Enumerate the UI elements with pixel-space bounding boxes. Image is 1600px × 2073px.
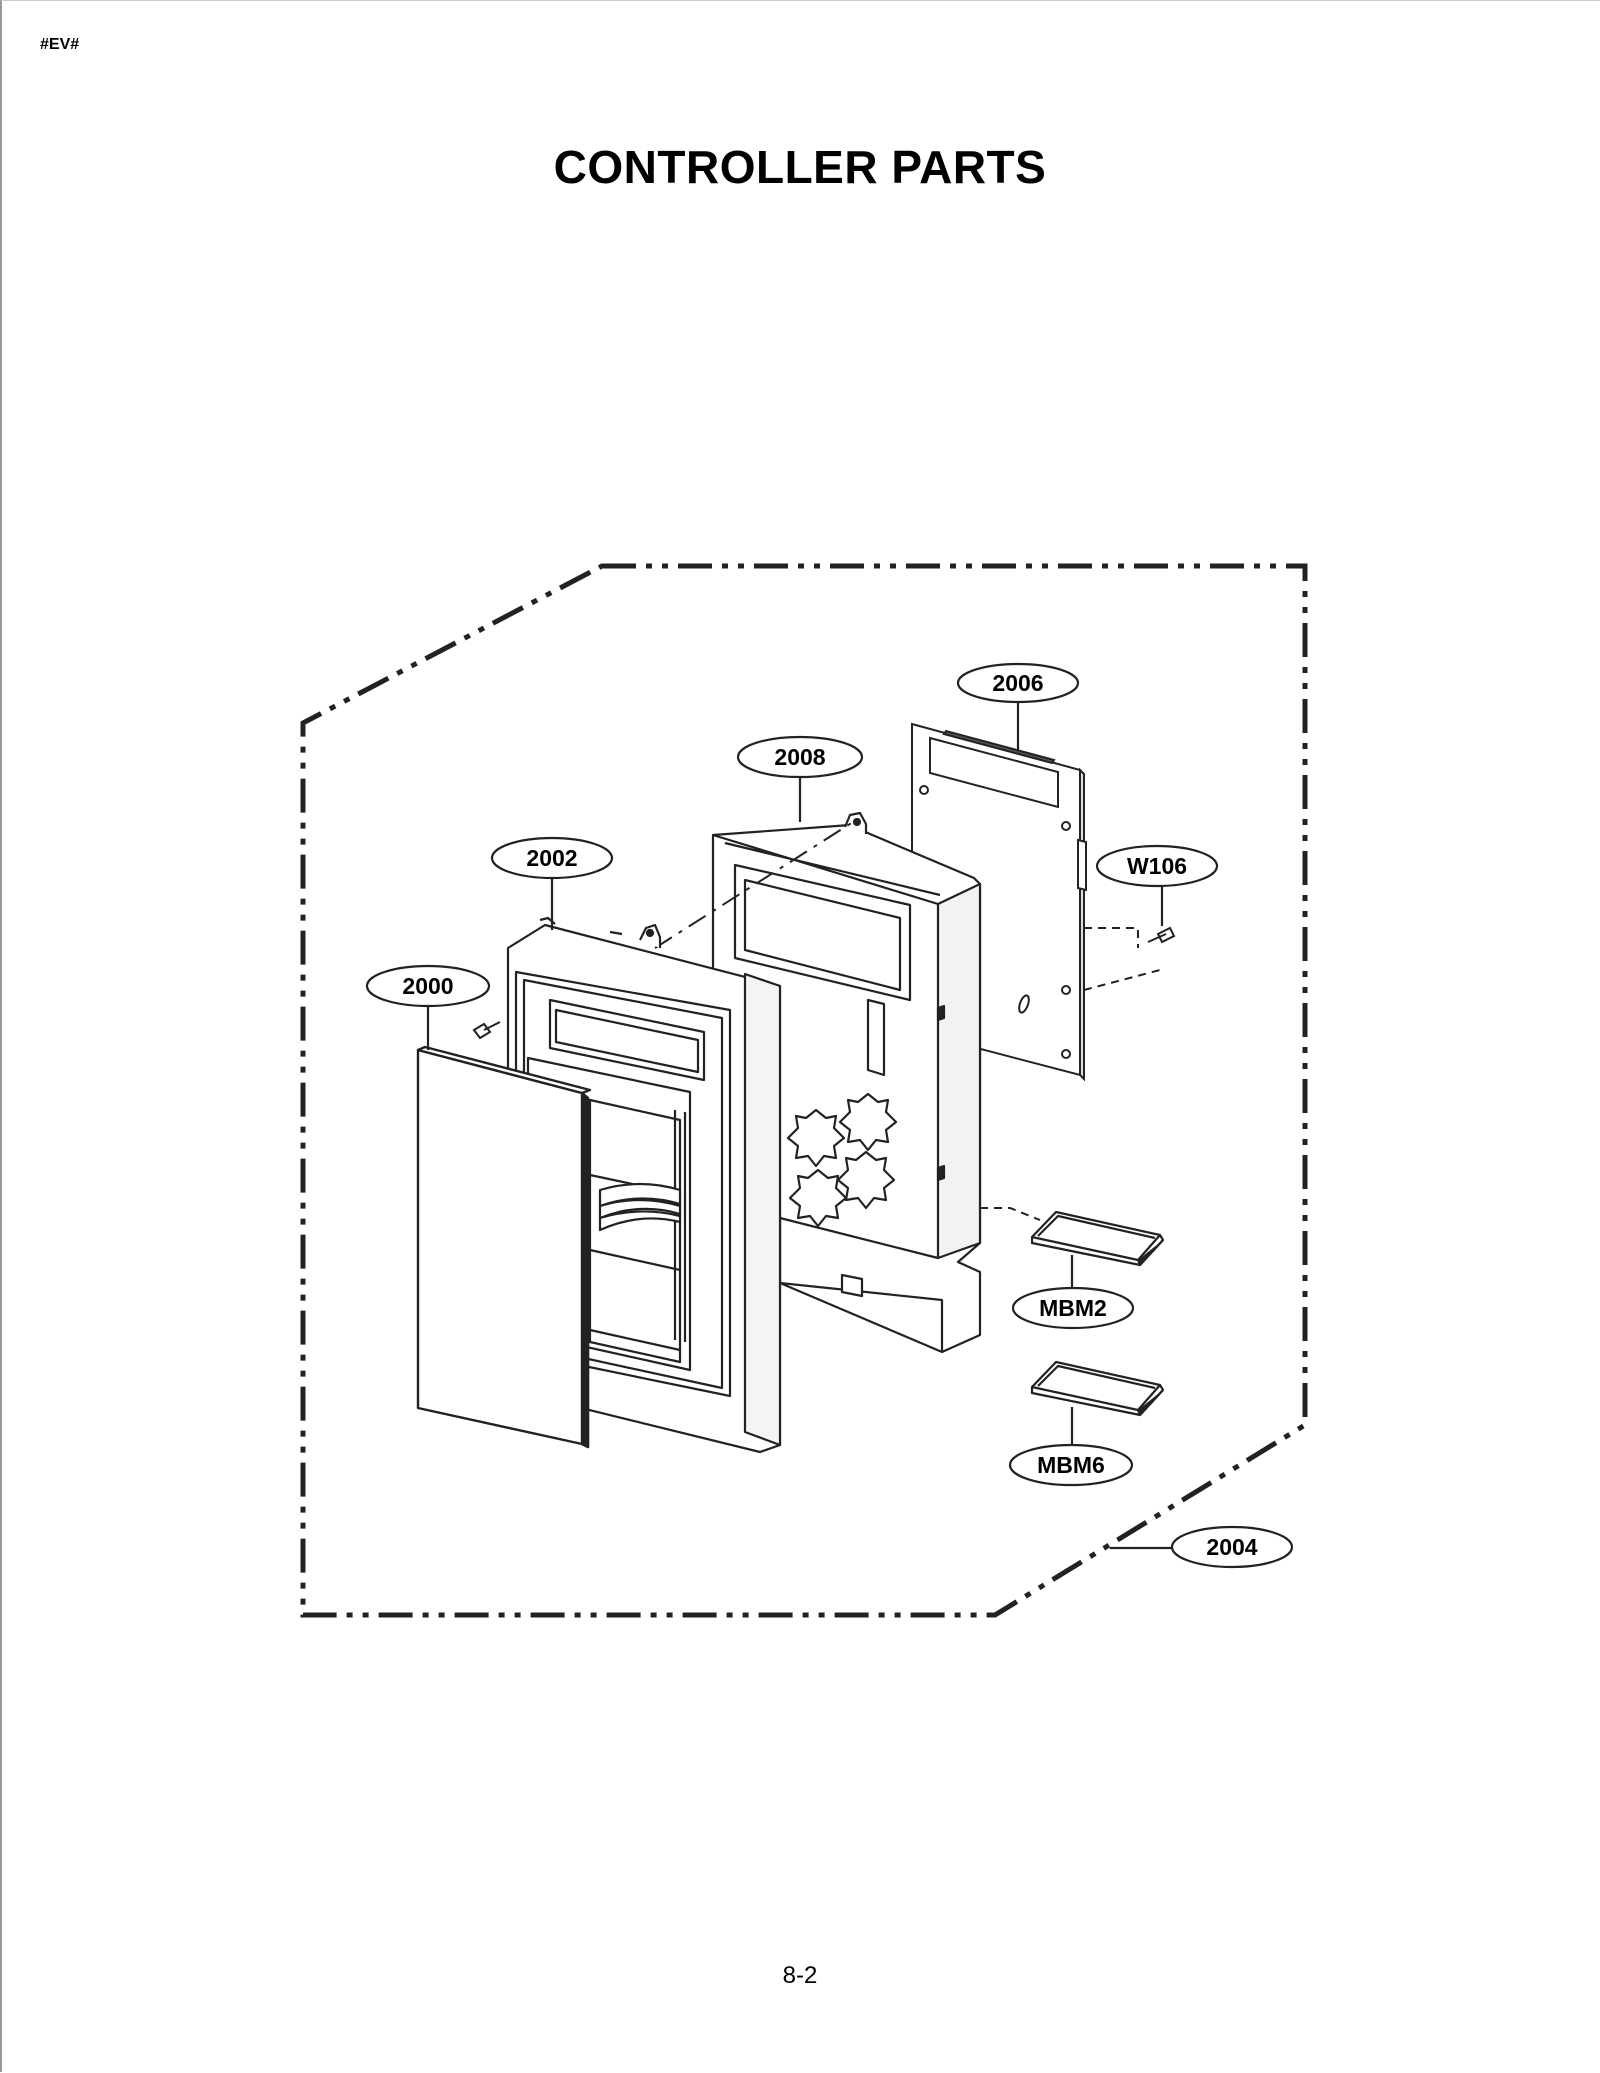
callout-mbm6: MBM6 <box>1008 1443 1134 1487</box>
callout-2006-label: 2006 <box>992 670 1043 696</box>
mbm2-part <box>1030 1210 1165 1267</box>
callout-2006: 2006 <box>956 662 1080 704</box>
callout-mbm2: MBM2 <box>1011 1286 1135 1330</box>
mbm6-part <box>1030 1360 1165 1417</box>
header-code: #EV# <box>40 36 80 53</box>
callout-2004-label: 2004 <box>1206 1534 1257 1560</box>
leader-lines <box>426 702 1172 1550</box>
callout-w106: W106 <box>1095 844 1219 888</box>
front-panel-sheet-part <box>416 1045 592 1449</box>
callout-2000: 2000 <box>365 964 491 1008</box>
callout-mbm2-label: MBM2 <box>1039 1295 1107 1321</box>
callout-2008: 2008 <box>736 735 864 779</box>
page-title: CONTROLLER PARTS <box>553 141 1047 193</box>
callout-mbm6-label: MBM6 <box>1037 1452 1105 1478</box>
callout-2002-label: 2002 <box>526 845 577 871</box>
callout-2000-label: 2000 <box>402 973 453 999</box>
assembly-boundary <box>300 563 1308 1618</box>
callout-w106-label: W106 <box>1127 853 1187 879</box>
callout-2004: 2004 <box>1170 1525 1294 1569</box>
screw-w106-part <box>1147 926 1176 944</box>
callout-2002: 2002 <box>490 836 614 880</box>
callout-2008-label: 2008 <box>774 744 825 770</box>
page-number: 8-2 <box>782 1962 818 1989</box>
screw-front-part <box>472 1021 501 1040</box>
